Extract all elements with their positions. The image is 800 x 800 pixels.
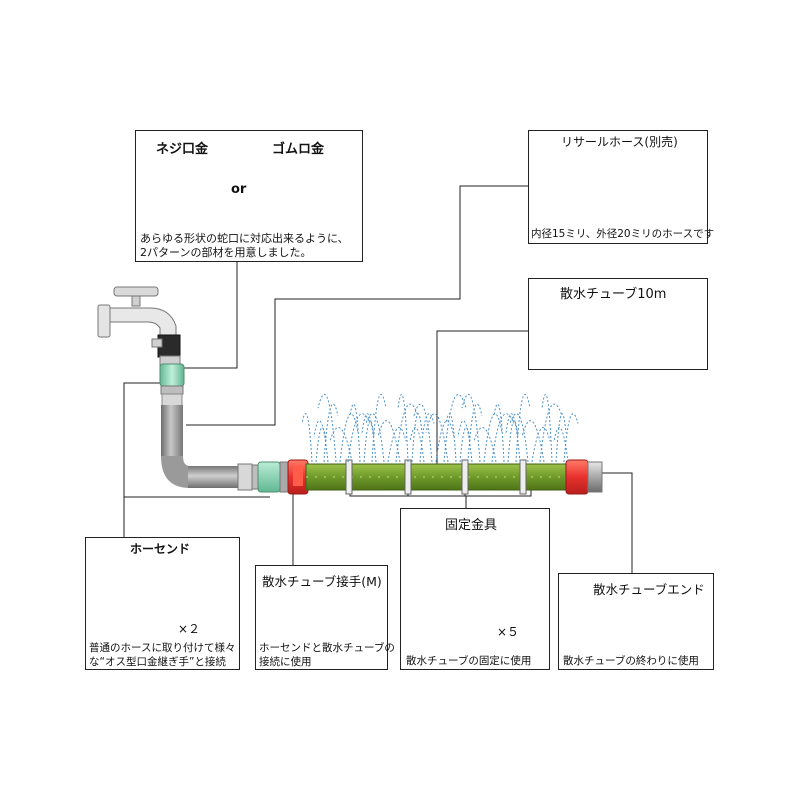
sprinkler-tube-body [305, 463, 567, 491]
gomuguchi-label: ゴムロ金 [272, 142, 325, 157]
spray-stream [361, 413, 377, 463]
tube-joint-m-desc-1: ホーセンドと散水チューブの [259, 642, 395, 654]
tube-joint-m-part [287, 459, 309, 495]
spray-stream [521, 420, 545, 463]
spray-stream [515, 394, 531, 463]
tube-end-desc: 散水チューブの終わりに使用 [563, 655, 699, 667]
spray-stream [301, 413, 313, 463]
spray-stream [339, 413, 359, 463]
spray-stream [377, 420, 401, 463]
fixing-pin-qty: ×５ [497, 625, 520, 639]
tube-end-title: 散水チューブエンド [593, 582, 705, 597]
faucet-parts-desc-1: あらゆる形状の蛇口に対応出来るように、 [140, 232, 349, 245]
spray-stream [425, 413, 449, 463]
tube-end-box [558, 573, 714, 670]
spray-stream [553, 427, 569, 463]
sprinkler-tube-box [528, 278, 708, 370]
nejiguchi-label: ネジ口金 [156, 142, 209, 157]
spray-stream [457, 420, 473, 463]
hose-connector-title: ホーセンド [130, 542, 191, 556]
spray-stream [387, 427, 407, 463]
hose-connector-qty: ×２ [178, 622, 201, 636]
spray-stream [445, 413, 457, 463]
fixing-pin-desc: 散水チューブの固定に使用 [406, 655, 532, 667]
faucet-parts-desc-2: 2パターンの部材を用意しました。 [140, 246, 312, 259]
spray-stream [349, 403, 361, 463]
faucet-parts-box [135, 130, 363, 262]
recycle-hose-title: リサールホース(別売) [561, 135, 678, 149]
hose-connector-desc-2: な“オス型口金継ぎ手”と接続 [89, 656, 226, 668]
hose-connector-mid [237, 461, 289, 493]
tube-joint-m-desc-2: 接続に使用 [259, 656, 312, 668]
spray-stream [539, 403, 563, 463]
spray-stream [329, 427, 353, 463]
spray-stream [531, 427, 551, 463]
spray-stream [409, 427, 425, 463]
fixing-pin-box [400, 508, 550, 670]
spray-stream [461, 394, 481, 463]
spray-stream [315, 427, 327, 463]
faucet [97, 286, 181, 367]
tube-end-part [565, 459, 603, 495]
spray-stream [365, 413, 385, 463]
fixing-pin-title: 固定金具 [445, 518, 498, 533]
spray-stream [411, 413, 423, 463]
or-label: or [231, 182, 247, 197]
tube-joint-m-title: 散水チューブ接手(M) [262, 574, 382, 589]
hose-connector-box [85, 537, 240, 670]
spray-stream [313, 420, 329, 463]
spray-stream [541, 394, 553, 463]
recycle-hose-box [528, 130, 708, 244]
water-spray [301, 394, 579, 463]
recycle-hose-desc: 内径15ミリ、外径20ミリのホースです [531, 228, 715, 240]
spray-stream [459, 427, 471, 463]
spray-stream [347, 413, 371, 463]
spray-stream [507, 420, 519, 463]
spray-stream [491, 413, 515, 463]
spray-stream [473, 427, 497, 463]
spray-stream [505, 413, 521, 463]
hose-connector-top [159, 363, 185, 407]
spray-stream [363, 420, 375, 463]
spray-stream [371, 394, 387, 463]
spray-stream [397, 394, 409, 463]
hose-connector-desc-1: 普通のホースに取り付けて様々 [89, 642, 236, 654]
spray-stream [493, 403, 505, 463]
spray-stream [509, 413, 529, 463]
spray-stream [483, 413, 503, 463]
tube-joint-m-box [255, 565, 388, 670]
sprinkler-tube-title: 散水チューブ10m [560, 287, 667, 302]
spray-stream [317, 394, 337, 463]
spray-stream [555, 413, 567, 463]
spray-stream [435, 420, 455, 463]
gray-hose [161, 405, 240, 488]
spray-stream [563, 413, 579, 463]
spray-stream [395, 403, 419, 463]
